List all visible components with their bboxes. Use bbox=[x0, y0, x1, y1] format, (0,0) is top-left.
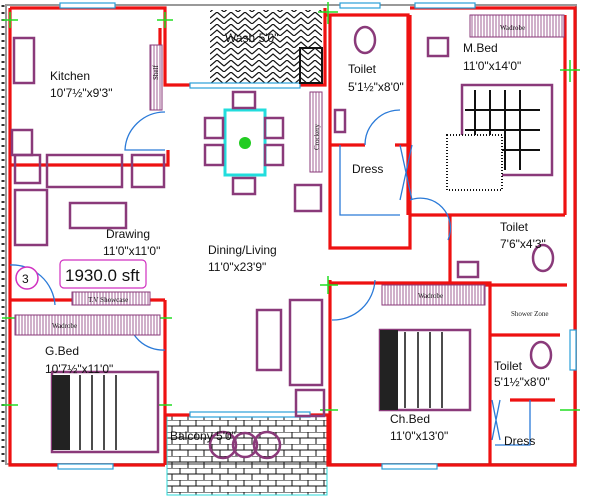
crockery-label: Crockery bbox=[313, 123, 321, 150]
wash-label: Wash 5'0" bbox=[225, 31, 278, 45]
doors bbox=[9, 109, 531, 446]
kitchen-name: Kitchen bbox=[50, 69, 90, 83]
toilet1-name: Toilet bbox=[348, 62, 377, 76]
columns bbox=[2, 2, 580, 411]
shelf bbox=[149, 44, 163, 111]
mbed-size: 11'0"x14'0" bbox=[463, 59, 521, 73]
unit-number: 3 bbox=[22, 272, 29, 286]
sofa-set bbox=[13, 153, 326, 418]
kitchen-size: 10'7½"x9'3" bbox=[50, 86, 112, 100]
chbed-name: Ch.Bed bbox=[390, 412, 430, 426]
balcony-label: Balcony 5'0" bbox=[170, 429, 236, 443]
wardrobe-master-label: Wadrobe bbox=[500, 24, 525, 32]
kitchen-counter bbox=[10, 36, 36, 157]
tv-showcase-label: T.V Showcase bbox=[88, 296, 128, 304]
toilet3-name: Toilet bbox=[494, 359, 523, 373]
drawing-size: 11'0"x11'0" bbox=[103, 244, 160, 258]
tv-showcase bbox=[71, 291, 151, 306]
toilet-fixtures bbox=[299, 25, 555, 370]
gbed-name: G.Bed bbox=[45, 344, 79, 358]
wardrobe-guest-label: Wadrobe bbox=[52, 322, 77, 330]
windows bbox=[57, 2, 577, 470]
gbed-size: 10'7½"x11'0" bbox=[45, 362, 113, 376]
chbed-size: 11'0"x13'0" bbox=[390, 429, 448, 443]
toilet2-name: Toilet bbox=[500, 220, 529, 234]
master-bed bbox=[426, 36, 554, 191]
dress1-label: Dress bbox=[352, 162, 383, 176]
mbed-name: M.Bed bbox=[463, 41, 498, 55]
balcony-area bbox=[166, 414, 328, 496]
wardrobe-master bbox=[469, 14, 565, 38]
toilet3-size: 5'1½"x8'0" bbox=[494, 375, 550, 389]
guest-bed bbox=[50, 370, 160, 454]
wardrobe-child bbox=[381, 284, 486, 306]
toilet1-size: 5'1½"x8'0" bbox=[348, 80, 404, 94]
dining-name: Dining/Living bbox=[208, 243, 277, 257]
toilet2-size: 7'6"x4'3" bbox=[500, 237, 546, 251]
shower-zone-label: Shower Zone bbox=[511, 310, 549, 318]
wardrobe-child-label: Wadrobe bbox=[418, 292, 443, 300]
area-badge bbox=[59, 259, 147, 289]
area-label: 1930.0 sft bbox=[65, 266, 140, 285]
dining-size: 11'0"x23'9" bbox=[208, 260, 266, 274]
child-bed bbox=[378, 328, 472, 412]
dress2-label: Dress bbox=[504, 434, 535, 448]
crockery bbox=[309, 91, 323, 173]
wardrobe-guest bbox=[14, 314, 161, 336]
shelf-label: Shelf bbox=[152, 65, 160, 80]
unit-number-circle bbox=[15, 266, 39, 290]
dining-table bbox=[203, 90, 323, 213]
drawing-name: Drawing bbox=[106, 227, 150, 241]
